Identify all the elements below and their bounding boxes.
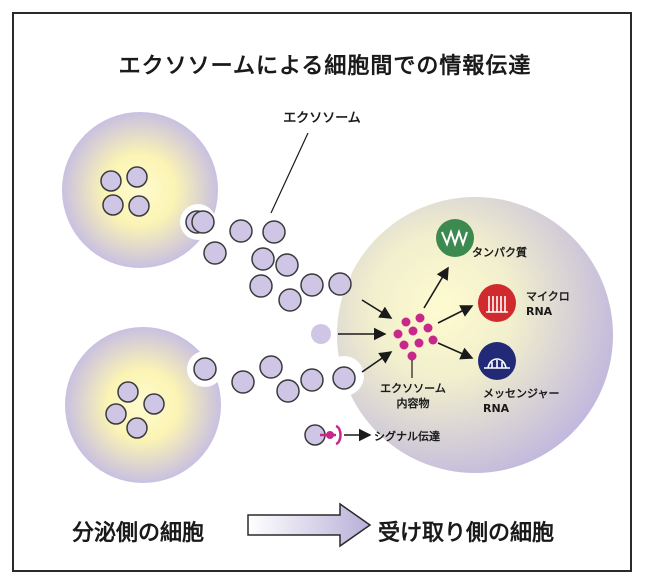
merging-vesicle xyxy=(311,324,331,344)
messenger-rna-icon xyxy=(478,342,516,380)
protein-label: タンパク質 xyxy=(472,245,527,259)
uptake-arrows xyxy=(338,299,393,373)
signal-label: シグナル伝達 xyxy=(374,429,440,443)
exosome-stream-bottom xyxy=(231,355,324,403)
vesicle xyxy=(126,166,148,188)
vesicle xyxy=(102,194,124,216)
contents-label-line2: 内容物 xyxy=(397,396,430,410)
vesicle xyxy=(143,393,165,415)
exosome-stream-top xyxy=(191,210,324,312)
vesicle xyxy=(126,417,148,439)
micro-rna-icon xyxy=(478,284,516,322)
micro-rna-label-line1: マイクロ xyxy=(526,290,570,303)
diagram-title: エクソソームによる細胞間での情報伝達 xyxy=(118,54,532,79)
vesicle xyxy=(328,272,352,296)
micro-rna-label-line2: RNA xyxy=(526,305,553,318)
vesicle xyxy=(128,195,150,217)
vesicle xyxy=(193,357,217,381)
secreting-cell-top xyxy=(62,112,218,268)
protein-icon xyxy=(436,219,474,257)
vesicle xyxy=(117,381,139,403)
exosome-label: エクソソーム xyxy=(283,111,361,126)
big-arrow-icon xyxy=(247,502,372,548)
messenger-rna-label-line2: RNA xyxy=(483,402,510,415)
exosome-contents xyxy=(393,313,438,361)
receptor-icon xyxy=(304,424,342,446)
vesicle xyxy=(105,403,127,425)
exosome-leader-line xyxy=(270,132,309,214)
receiving-cell-label: 受け取り側の細胞 xyxy=(378,521,555,546)
vesicle xyxy=(332,366,356,390)
messenger-rna-label-line1: メッセンジャー xyxy=(483,387,559,400)
vesicle xyxy=(100,170,122,192)
secreting-cell-bottom xyxy=(65,327,223,483)
secreting-cell-label: 分泌側の細胞 xyxy=(72,521,205,546)
contents-label-line1: エクソソーム xyxy=(380,382,446,395)
product-arrows xyxy=(423,266,474,360)
